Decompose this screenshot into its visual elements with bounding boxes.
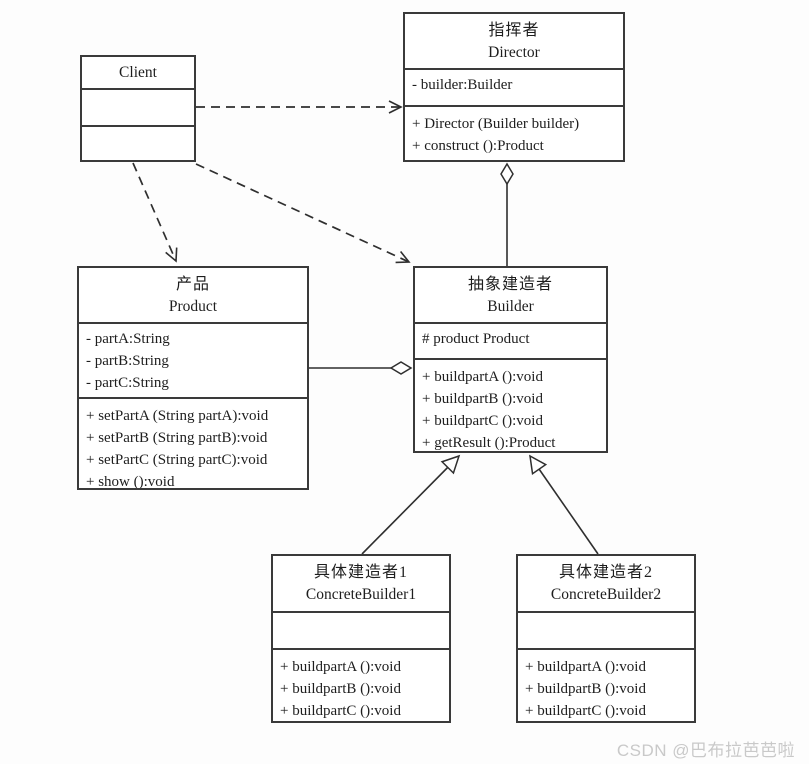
attributes-compartment	[82, 88, 194, 125]
member-line: - partB:String	[86, 353, 169, 369]
member-line: + buildpartA ():void	[280, 659, 401, 675]
methods-compartment: + buildpartA ():void + buildpartB ():void…	[273, 648, 449, 721]
class-title-zh: 指挥者	[488, 21, 540, 39]
attributes-compartment: # product Product	[415, 322, 606, 358]
class-title-en: Builder	[487, 297, 534, 315]
class-title-en: ConcreteBuilder1	[305, 586, 417, 603]
member-line: - builder:Builder	[412, 77, 513, 93]
member-line: + setPartC (String partC):void	[86, 452, 268, 468]
methods-compartment: + buildpartA ():void + buildpartB ():void…	[415, 358, 606, 451]
class-title-zh: 具体建造者1	[313, 564, 408, 581]
member-line: + setPartB (String partB):void	[86, 430, 268, 446]
methods-compartment: + buildpartA ():void + buildpartB ():void…	[518, 648, 694, 721]
member-line: - partC:String	[86, 375, 169, 391]
member-line: + getResult ():Product	[422, 435, 556, 451]
member-line: + buildpartB ():void	[422, 391, 543, 407]
dependency-client-to-product-line	[132, 162, 178, 263]
member-line: + buildpartB ():void	[525, 681, 646, 697]
class-title: 抽象建造者 Builder	[415, 268, 606, 322]
member-line: - partA:String	[86, 331, 170, 347]
class-title: 具体建造者1 ConcreteBuilder1	[273, 556, 449, 611]
member-line: + buildpartC ():void	[280, 703, 401, 719]
member-line: + buildpartC ():void	[422, 413, 543, 429]
class-box-concrete-builder-1: 具体建造者1 ConcreteBuilder1 + buildpartA ():…	[271, 554, 451, 723]
attributes-compartment: - partA:String - partB:String - partC:Stri…	[79, 322, 307, 397]
class-title: 具体建造者2 ConcreteBuilder2	[518, 556, 694, 611]
member-line: + buildpartA ():void	[422, 369, 543, 385]
class-title-zh: 产品	[175, 275, 210, 293]
member-line: # product Product	[422, 331, 530, 347]
class-title-en: Director	[488, 43, 540, 61]
class-title-zh: 具体建造者2	[558, 564, 653, 581]
member-line: + buildpartB ():void	[280, 681, 401, 697]
class-title-en: ConcreteBuilder2	[550, 586, 662, 603]
class-box-client: Client	[80, 55, 196, 162]
attributes-compartment	[518, 611, 694, 648]
member-line: + buildpartC ():void	[525, 703, 646, 719]
methods-compartment: + Director (Builder builder) + construct …	[405, 105, 623, 160]
dependency-client-to-builder-line	[195, 163, 411, 264]
member-line: + show ():void	[86, 474, 175, 488]
member-line: + buildpartA ():void	[525, 659, 646, 675]
attributes-compartment	[273, 611, 449, 648]
attributes-compartment: - builder:Builder	[405, 68, 623, 105]
member-line: + setPartA (String partA):void	[86, 408, 269, 424]
class-box-builder: 抽象建造者 Builder # product Product + buildp…	[413, 266, 608, 453]
csdn-watermark: CSDN @巴布拉芭芭啦	[616, 741, 795, 760]
class-box-director: 指挥者 Director - builder:Builder + Directo…	[403, 12, 625, 162]
member-line: + Director (Builder builder)	[412, 116, 580, 132]
class-title: Client	[82, 57, 194, 88]
methods-compartment: + setPartA (String partA):void + setPartB…	[79, 397, 307, 488]
class-title: 指挥者 Director	[405, 14, 623, 68]
generalization-concretebuilder2-line	[529, 454, 599, 555]
class-title-en: Client	[119, 63, 157, 81]
class-title-zh: 抽象建造者	[467, 275, 553, 293]
class-title-en: Product	[168, 297, 218, 315]
class-box-product: 产品 Product - partA:String- partB:String-…	[77, 266, 309, 490]
class-box-concrete-builder-2: 具体建造者2 ConcreteBuilder2 + buildpartA ():…	[516, 554, 696, 723]
generalization-concretebuilder1-line	[361, 454, 461, 555]
methods-compartment	[82, 125, 194, 160]
member-line: + construct ():Product	[412, 138, 544, 154]
class-title: 产品 Product	[79, 268, 307, 322]
